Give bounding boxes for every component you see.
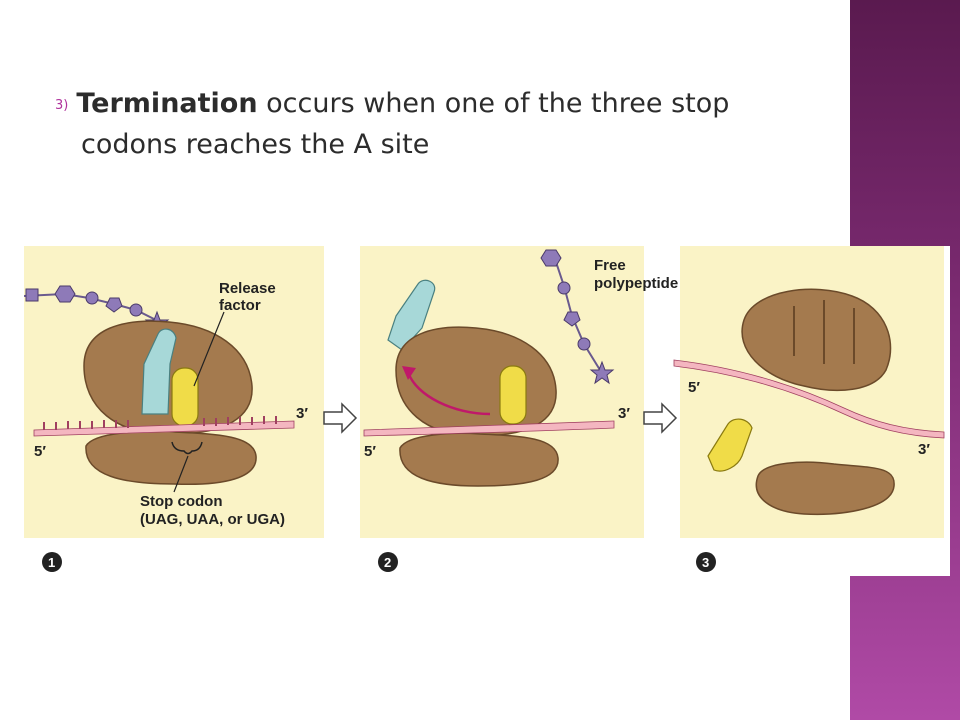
step-2-marker: 2 <box>378 552 398 572</box>
chain-bead <box>563 311 581 327</box>
bold-term: Termination <box>76 88 258 119</box>
mrna <box>673 359 945 439</box>
chain-bead <box>577 337 591 351</box>
step-1-label: 1 <box>48 555 55 570</box>
termination-diagram: Release factor 3′ 5′ Stop codon (UAG, UA… <box>24 246 950 576</box>
label-factor: factor <box>219 297 261 314</box>
release-factor <box>171 367 199 427</box>
label-3prime-1: 3′ <box>296 405 308 422</box>
stop-codon-leader <box>173 455 189 493</box>
trna <box>141 328 177 415</box>
label-free: Free <box>594 257 626 274</box>
step-1-marker: 1 <box>42 552 62 572</box>
label-polypeptide: polypeptide <box>594 275 678 292</box>
bullet-line-1: 3) Termination occurs when one of the thr… <box>55 84 835 125</box>
chain-bead <box>129 303 143 317</box>
chain-bead <box>540 249 562 267</box>
release-arrowhead <box>402 366 416 380</box>
bullet-point: 3) Termination occurs when one of the thr… <box>55 84 835 164</box>
step-arrow-1 <box>323 402 358 434</box>
mrna-bases <box>43 416 277 430</box>
chain-bead <box>85 291 99 305</box>
panel-3: 5′ 3′ <box>673 246 945 538</box>
label-5prime-2: 5′ <box>364 443 376 460</box>
step-3-label: 3 <box>702 555 709 570</box>
release-factor-leader <box>193 311 225 387</box>
release-factor <box>499 365 527 425</box>
step-3-marker: 3 <box>696 552 716 572</box>
chain-star <box>589 360 615 385</box>
step-2-label: 2 <box>384 555 391 570</box>
label-3prime-2: 3′ <box>618 405 630 422</box>
bullet-line-2: codons reaches the A site <box>81 129 430 160</box>
panel-1: Release factor 3′ 5′ Stop codon (UAG, UA… <box>24 246 324 538</box>
step-arrow-2 <box>643 402 678 434</box>
ribosome-grooves <box>793 300 855 364</box>
mrna <box>363 420 615 437</box>
chain-bead <box>54 285 76 303</box>
chain-bead <box>105 297 123 313</box>
label-release: Release <box>219 280 276 297</box>
label-5prime-1: 5′ <box>34 443 46 460</box>
ribosome-small-subunit-released <box>755 461 895 516</box>
bullet-number: 3) <box>55 98 69 113</box>
label-stop-codon-list: (UAG, UAA, or UGA) <box>140 511 285 528</box>
release-factor-released <box>707 418 753 472</box>
stop-codon-brace <box>171 441 203 455</box>
release-arrow <box>406 371 491 416</box>
bullet-text-1: occurs when one of the three stop <box>257 88 730 119</box>
ribosome-small-subunit <box>399 432 559 487</box>
chain-bead <box>557 281 571 295</box>
chain-bead <box>25 288 39 302</box>
ribosome-small-subunit <box>85 430 257 486</box>
label-5prime-3: 5′ <box>688 379 700 396</box>
panel-2: Free polypeptide 3′ 5′ <box>360 246 678 538</box>
label-3prime-3: 3′ <box>918 441 930 458</box>
label-stop-codon: Stop codon <box>140 493 223 510</box>
